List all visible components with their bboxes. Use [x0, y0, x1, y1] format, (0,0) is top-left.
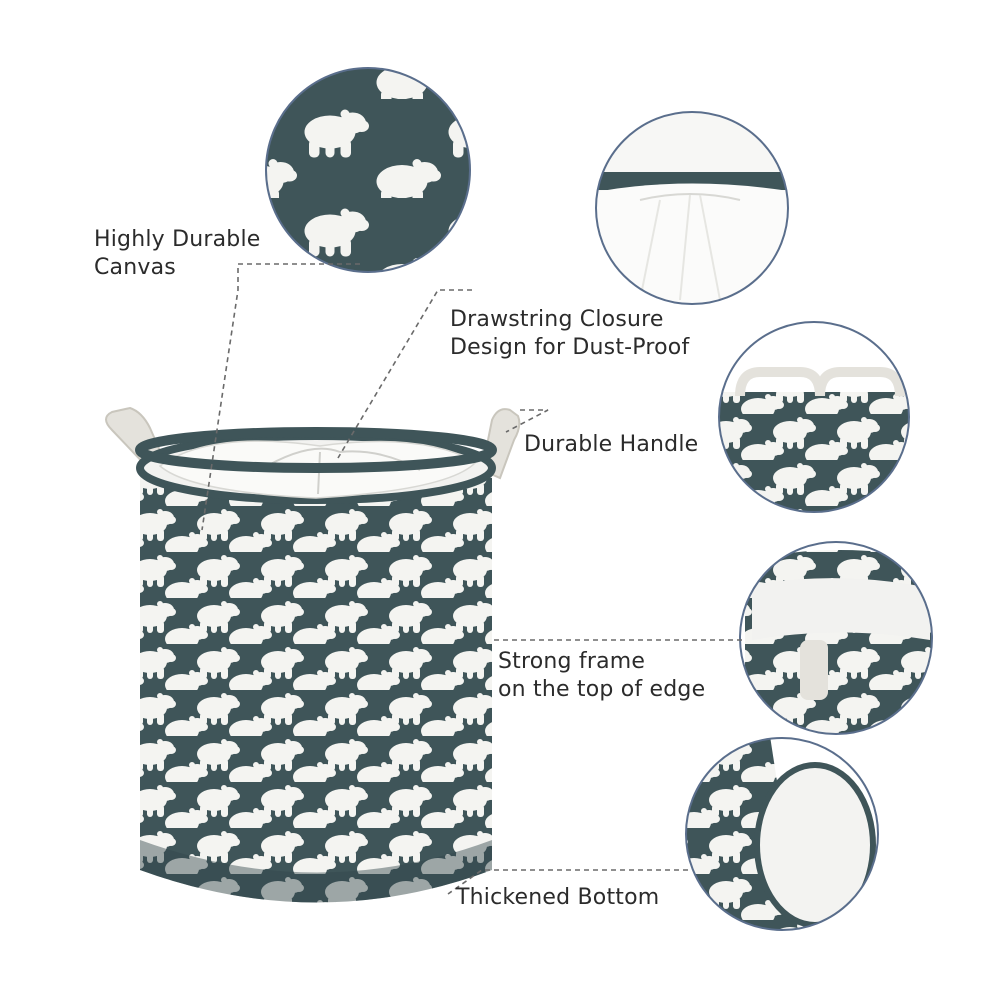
callout-canvas-line1: Highly Durable	[94, 227, 261, 252]
leader-handle	[505, 409, 549, 433]
detail-frame-circle	[739, 541, 933, 735]
callout-handle-line1: Durable Handle	[524, 432, 699, 457]
detail-drawstring-circle	[595, 111, 789, 305]
callout-drawstring-line2: Design for Dust-Proof	[450, 335, 690, 360]
callout-drawstring: Drawstring Closure Design for Dust-Proof	[450, 306, 689, 362]
callout-frame-line1: Strong frame	[498, 649, 646, 674]
callout-frame: Strong frame on the top of edge	[498, 648, 705, 704]
leader-lines	[201, 263, 742, 895]
hamper-body	[140, 462, 492, 903]
callout-frame-line2: on the top of edge	[498, 677, 706, 702]
callout-bottom: Thickened Bottom	[456, 884, 659, 912]
callout-canvas: Highly Durable Canvas	[94, 226, 261, 282]
detail-bottom-circle	[685, 737, 879, 931]
callout-drawstring-line1: Drawstring Closure	[450, 307, 664, 332]
callout-handle: Durable Handle	[524, 431, 698, 459]
callout-canvas-line2: Canvas	[94, 255, 176, 280]
callout-bottom-line1: Thickened Bottom	[456, 885, 660, 910]
leader-canvas	[201, 263, 360, 531]
detail-canvas-circle	[265, 67, 471, 273]
detail-handle-circle	[718, 321, 910, 513]
leader-drawstring	[337, 289, 472, 459]
hamper	[105, 406, 521, 903]
